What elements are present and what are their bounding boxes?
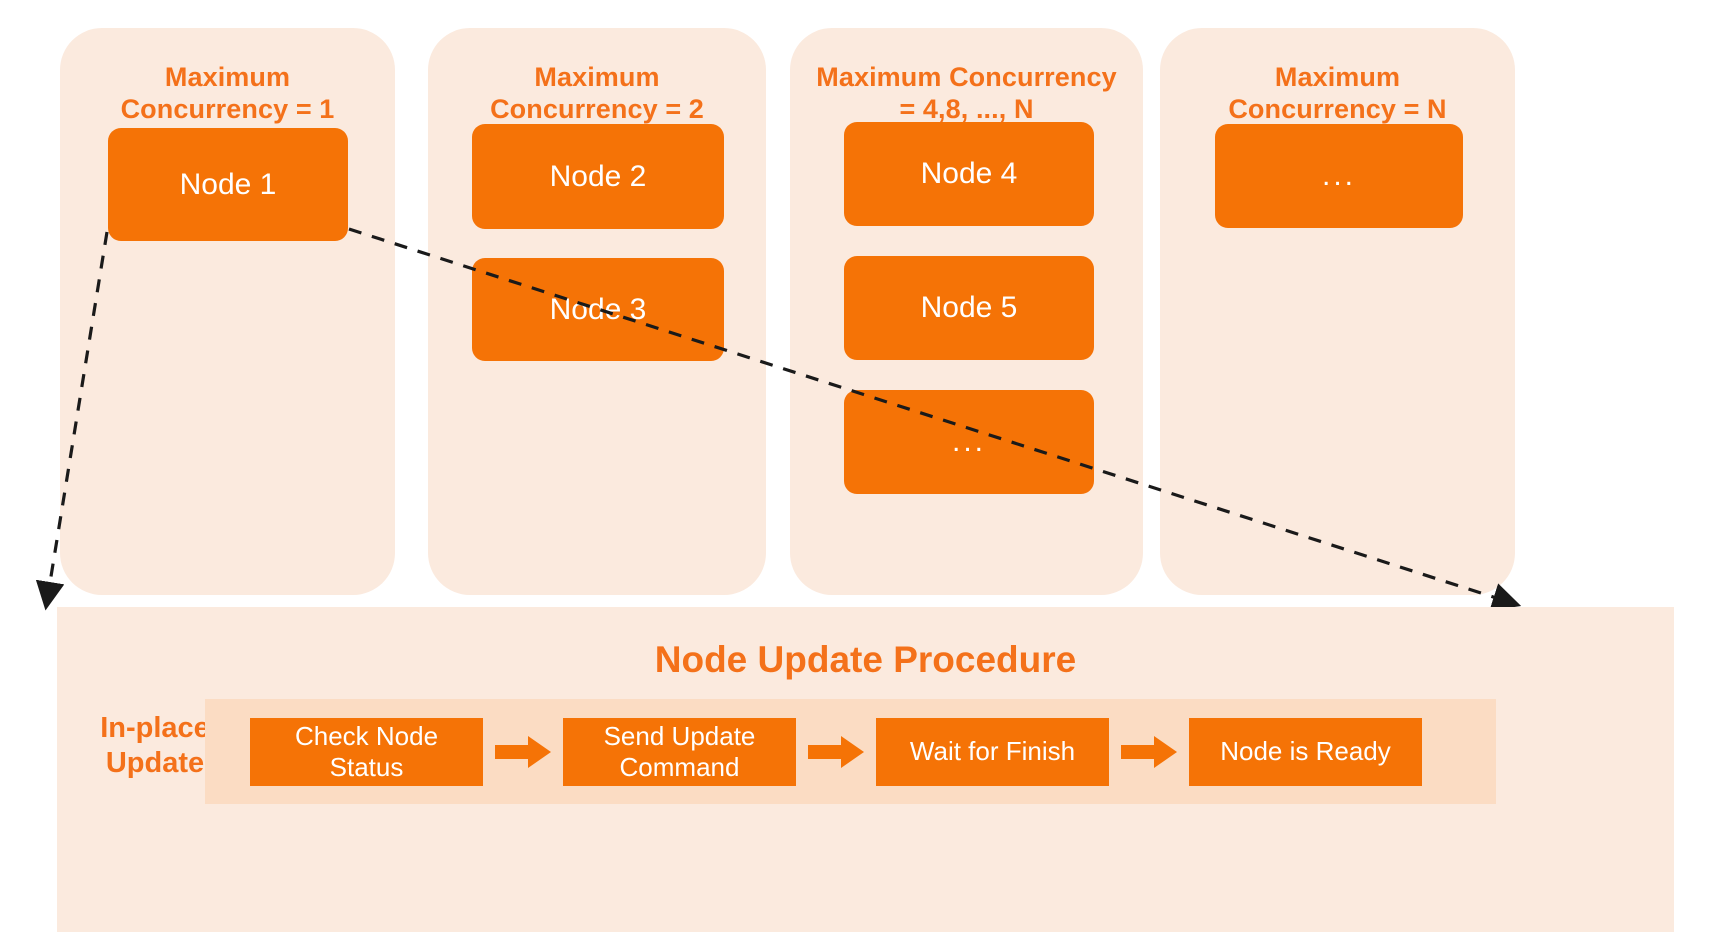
right-arrow-icon [1121, 735, 1177, 769]
procedure-title: Node Update Procedure [654, 639, 1077, 680]
step-send-update-command[interactable]: Send Update Command [563, 717, 796, 786]
right-arrow-icon [495, 735, 551, 769]
in-place-update-label: In-place Update [100, 712, 210, 779]
column-title: Maximum Concurrency = 4,8, ..., N [816, 62, 1117, 124]
concurrency-column-2: Maximum Concurrency = 2 Node 2 Node 3 [428, 28, 766, 595]
concurrency-column-1: Maximum Concurrency = 1 Node 1 [60, 28, 395, 595]
update-steps-strip: Check Node Status Send Update Command Wa… [205, 699, 1496, 804]
concurrency-column-3: Maximum Concurrency = 4,8, ..., N Node 4… [790, 28, 1143, 595]
node-box-ellipsis[interactable]: ... [1215, 124, 1463, 228]
step-check-node-status[interactable]: Check Node Status [250, 717, 483, 786]
node-box[interactable]: Node 2 [472, 124, 724, 229]
step-wait-for-finish[interactable]: Wait for Finish [876, 717, 1109, 786]
node-box[interactable]: Node 5 [844, 256, 1094, 360]
node-box[interactable]: Node 1 [108, 128, 348, 241]
step-node-is-ready[interactable]: Node is Ready [1189, 717, 1422, 786]
column-title: Maximum Concurrency = 1 [120, 62, 335, 124]
column-title: Maximum Concurrency = 2 [490, 62, 704, 124]
node-box[interactable]: Node 3 [472, 258, 724, 361]
right-arrow-icon [808, 735, 864, 769]
node-update-procedure-panel: Node Update Procedure In-place Update Ch… [57, 607, 1674, 932]
concurrency-column-4: Maximum Concurrency = N ... [1160, 28, 1515, 595]
column-title: Maximum Concurrency = N [1228, 62, 1447, 124]
node-box[interactable]: Node 4 [844, 122, 1094, 226]
node-box-ellipsis[interactable]: ... [844, 390, 1094, 494]
